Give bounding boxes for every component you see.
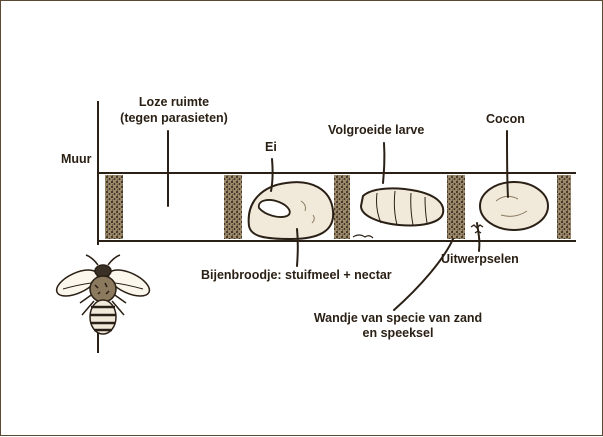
label-empty-space-note: (tegen parasieten)	[98, 111, 250, 126]
label-excrement: Uitwerpselen	[441, 252, 519, 267]
bee-icon	[53, 255, 153, 334]
partition-1	[105, 175, 123, 239]
label-partition-wall-note: en speeksel	[287, 326, 509, 341]
full-grown-larva	[353, 188, 443, 238]
label-partition-wall: Wandje van specie van zand	[287, 311, 509, 326]
label-egg: Ei	[265, 140, 277, 155]
partition-5	[557, 175, 571, 239]
label-wall: Muur	[61, 152, 92, 167]
label-cocoon: Cocon	[486, 112, 525, 127]
partition-4	[447, 175, 465, 239]
partition-3	[334, 175, 350, 239]
cocoon	[471, 182, 548, 233]
label-empty-space: Loze ruimte	[118, 95, 230, 110]
partition-2	[224, 175, 242, 239]
label-full-grown-larva: Volgroeide larve	[328, 123, 424, 138]
label-bee-bread: Bijenbroodje: stuifmeel + nectar	[201, 268, 392, 283]
